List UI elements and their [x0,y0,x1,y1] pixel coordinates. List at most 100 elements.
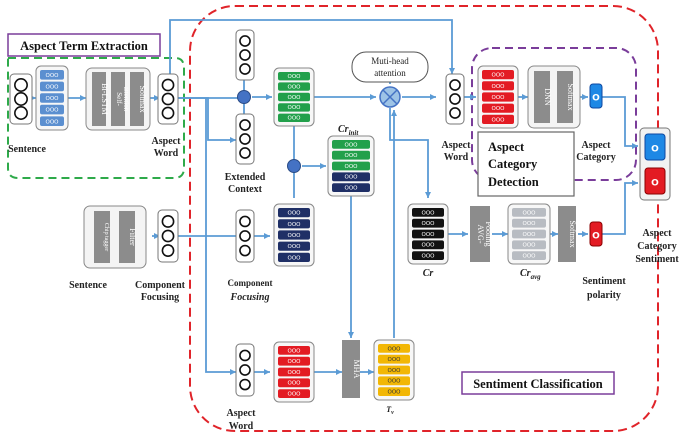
cell [332,161,370,171]
cell-label: OOO [288,381,302,387]
cell-label: OOO [46,96,60,102]
aspect-word-mid-label-1: Aspect [442,140,472,151]
cell [278,113,310,122]
component-focusing-b-label-1: Component [227,278,272,288]
cell-label: OOO [523,210,537,216]
cell [482,92,514,102]
cell [412,240,444,250]
cell-label: OOO [288,211,302,217]
cell-label: OOO [288,105,302,111]
cell [278,367,310,377]
token-ring [449,93,461,105]
token-ring [239,49,251,61]
avg-pooling-block [470,206,490,262]
aspect-term-extraction-region [7,57,185,179]
aspect-category-label-1: Aspect [582,140,612,151]
cell [278,219,310,229]
cr-label: Cr [423,268,434,279]
cell [512,251,546,260]
extended-context-label-1: Extended [225,172,266,183]
token-ring [239,119,251,131]
extended-context-bottom-tokens [235,113,255,165]
component-focusing-label-1: Component [135,280,186,291]
cell-label: OOO [523,254,537,260]
cell-label: OOO [388,357,402,363]
extended-context-label-2: Context [228,184,263,195]
filter-block [119,211,135,263]
component-focusing-b-tokens [235,209,255,263]
sentence-top-label: Sentence [8,144,46,155]
acs-label-3: Sentiment [635,254,679,265]
cell-label: OOO [46,119,60,125]
cell [40,70,64,80]
token-label: O [651,179,659,189]
cell [332,183,370,192]
cr-init-label: Crinit [338,124,359,137]
cell [378,365,410,375]
cell-label: OOO [388,379,402,385]
cell-label: OOO [422,254,436,260]
cell-label: OOO [345,164,359,170]
cell-label: OOO [523,232,537,238]
cr-avg-label: Cravg [520,268,541,281]
chip-tagger-label: Chip tagger [103,223,109,251]
component-focusing-tokens [157,209,179,263]
cell-label: OOO [345,153,359,159]
cell-label: OOO [492,84,506,90]
bilstm-label: Bi-LSTM [100,83,109,115]
cell [378,387,410,396]
cell [378,354,410,364]
cell [278,346,310,355]
cell [482,114,514,124]
aspect-word-top-label-2: Word [154,148,179,159]
aspect-word-bottom-label-2: Word [229,421,254,432]
token-ring [239,230,251,242]
acs-label-1: Aspect [643,228,673,239]
tv-label: Tv [386,405,394,416]
token-ring [239,147,251,159]
softmax-top-label: Softmax [138,85,147,112]
cell-label: OOO [492,95,506,101]
aspect-word-bottom-tokens [235,343,255,397]
cell [278,241,310,251]
cell-label: OOO [288,116,302,122]
mha-label: MHA [352,360,361,379]
cell [40,116,64,126]
aspect-word-bottom-label-1: Aspect [227,408,257,419]
plus-operator-1 [237,90,251,104]
cell [482,103,514,113]
aspect-word-top-tokens [157,73,179,125]
cell [512,208,546,217]
token-ring [239,378,251,391]
cell [332,172,370,182]
cell-label: OOO [422,210,436,216]
aspect-category-detection-title-2: Category [488,157,538,171]
cell [278,252,310,262]
token-label: O [592,231,600,241]
cell-label: OOO [288,233,302,239]
softmax-detect-block [557,71,573,123]
cell [278,82,310,91]
final-polarity-token: O [644,167,666,195]
cell [332,140,370,149]
sentence-mid-label: Sentence [69,280,107,291]
cell-label: OOO [422,232,436,238]
aspect-term-extraction-title: Aspect Term Extraction [20,39,148,53]
aspect-word-top-label-1: Aspect [152,136,182,147]
softmax-sent-label: Softmax [568,220,577,247]
cell [512,229,546,239]
bilstm-group: Bi-LSTM Self- attention Softmax [85,67,151,131]
cell [412,218,444,228]
cell-label: OOO [492,73,506,79]
token-ring [239,244,251,257]
sentiment-polarity-label-2: polarity [587,290,621,301]
token-ring [14,106,28,120]
mha-block [342,340,360,398]
cell [512,240,546,250]
cell [278,92,310,102]
